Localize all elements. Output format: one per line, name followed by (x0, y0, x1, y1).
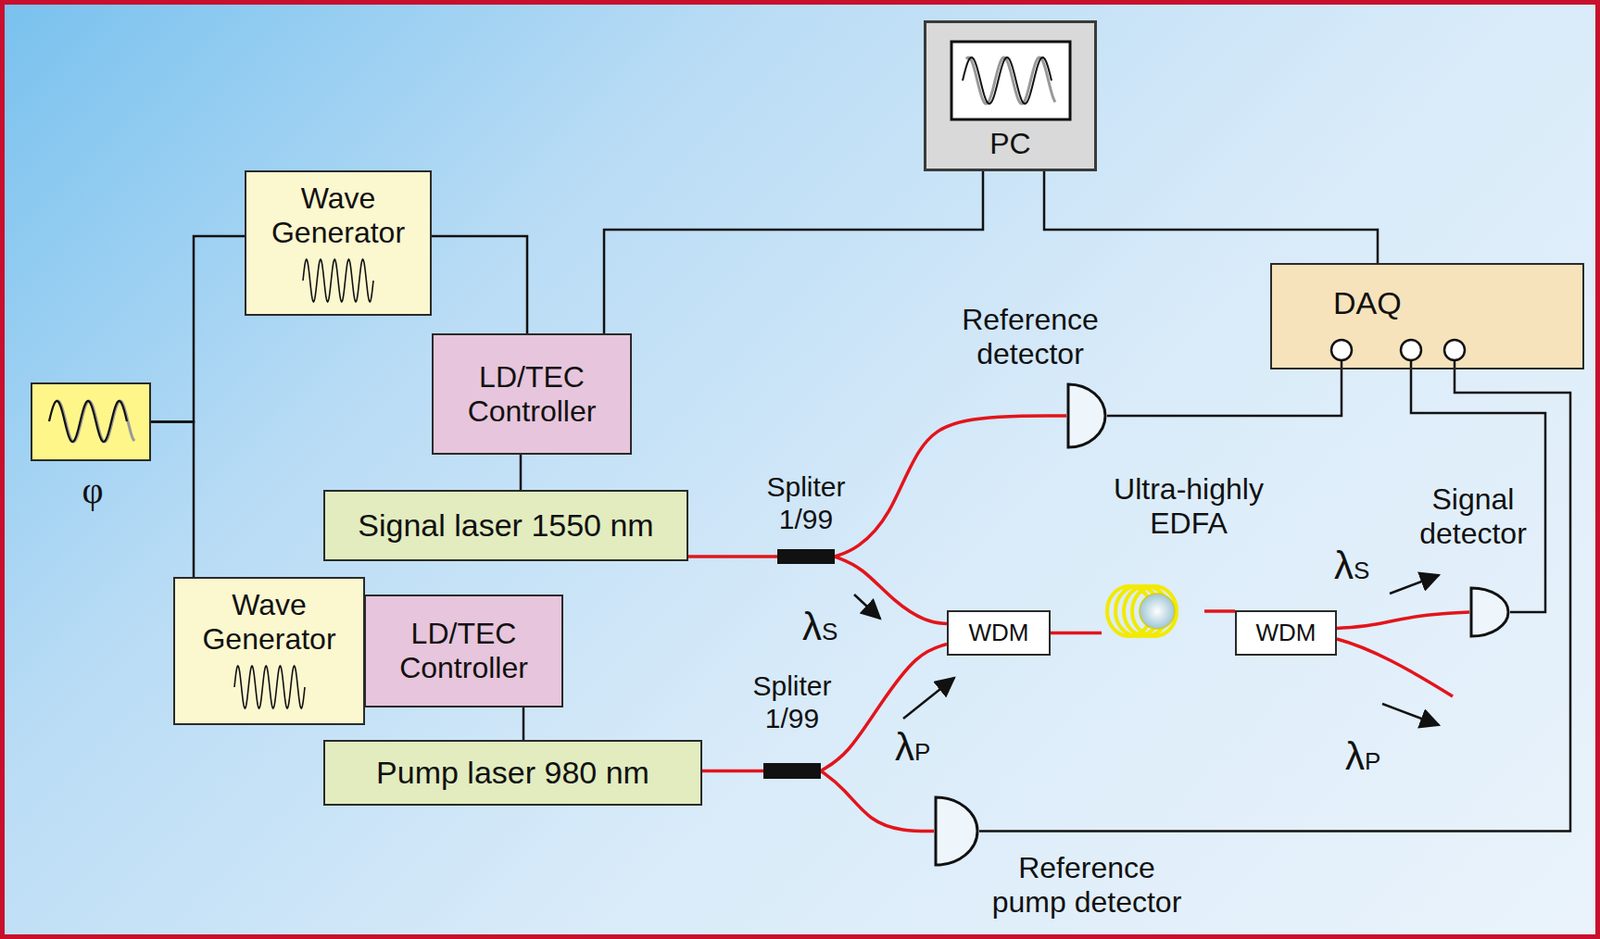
controller-box: LD/TEC Controller (431, 333, 632, 455)
node-label: WDM (1256, 619, 1317, 648)
signal-wire (519, 454, 523, 491)
node-label: φ (32, 469, 153, 513)
node-label: PC (989, 126, 1031, 162)
reference-pump-detector: Reference pump detector (933, 795, 980, 868)
node-label: Signal laser 1550 nm (357, 507, 654, 544)
sine-trace (234, 666, 305, 709)
detector-outline (1068, 384, 1106, 448)
detector-symbol (1469, 586, 1511, 639)
sine-symbol (230, 662, 309, 713)
wave-generator-box: Wave Generator (173, 577, 366, 726)
signal-wire (522, 707, 526, 741)
signal-wire (1107, 369, 1342, 416)
node-label: Ultra-highly EDFA (1091, 472, 1286, 542)
phase-waves (32, 384, 150, 460)
signal-wire (431, 236, 528, 334)
signal-wire (151, 236, 245, 423)
sine-symbol (299, 255, 378, 306)
node-label: Spliter 1/99 (750, 471, 862, 536)
node-label: Wave Generator (246, 181, 430, 251)
screen (951, 41, 1071, 120)
optical-fiber (834, 415, 1067, 557)
input-port (1444, 340, 1465, 361)
signal-wire (604, 171, 983, 334)
node-label: Wave Generator (175, 588, 364, 657)
coil-winding (1132, 586, 1177, 637)
node-label: Spliter 1/99 (736, 670, 848, 735)
wavelength-label: λS (1334, 546, 1370, 586)
signal-wire (1044, 171, 1378, 264)
detector-symbol (933, 795, 980, 868)
fiber-coil (1101, 583, 1205, 640)
laser-box: Signal laser 1550 nm (323, 490, 689, 562)
signal-wire (151, 422, 194, 579)
daq-box: DAQ (1270, 263, 1585, 370)
detector-outline (935, 797, 978, 866)
port-stub (1340, 361, 1344, 368)
port-stub (1453, 361, 1457, 368)
pump-output-fiber (1336, 639, 1453, 697)
node-label: Signal detector (1398, 482, 1548, 552)
direction-arrow (903, 678, 955, 719)
direction-arrow (1382, 704, 1439, 726)
fiber-splitter: Spliter 1/99 (763, 763, 821, 780)
wdm-box: WDM (1234, 610, 1337, 656)
node-label: WDM (969, 619, 1030, 648)
wavelength-label: λS (802, 607, 838, 647)
optical-fiber (820, 644, 947, 772)
wavelength-label: λP (1345, 737, 1381, 777)
node-label: DAQ (1333, 285, 1402, 322)
fiber-splitter: Spliter 1/99 (777, 549, 835, 565)
coil-core (1139, 593, 1175, 630)
optical-fiber (688, 554, 778, 559)
detector-symbol (1066, 382, 1108, 450)
optical-fiber (1336, 612, 1470, 630)
sine-trace (302, 259, 374, 303)
node-label: Reference detector (928, 302, 1133, 372)
optical-fiber (1204, 609, 1235, 614)
wave-generator-box: Wave Generator (244, 170, 432, 316)
optical-fiber (702, 769, 764, 774)
phase-shifter-box: φ (30, 382, 152, 462)
optical-fiber (1050, 631, 1102, 636)
wavelength-label: λP (894, 728, 931, 768)
port-stub (1410, 361, 1413, 368)
node-label: Pump laser 980 nm (376, 755, 650, 792)
input-port (1400, 340, 1422, 361)
daq-ports (1272, 264, 1583, 368)
wave-trace (49, 401, 127, 442)
laser-box: Pump laser 980 nm (323, 740, 703, 807)
pc-box: PC (923, 20, 1097, 172)
controller-box: LD/TEC Controller (364, 594, 564, 708)
direction-arrow (854, 594, 881, 619)
wave-trace (962, 57, 1052, 104)
node-label: LD/TEC Controller (439, 360, 625, 429)
wdm-box: WDM (946, 610, 1051, 656)
input-port (1331, 340, 1352, 361)
detector-outline (1471, 588, 1509, 637)
edfa-coil: Ultra-highly EDFA (1101, 583, 1205, 640)
node-label: LD/TEC Controller (371, 617, 556, 686)
reference-detector: Reference detector (1066, 382, 1108, 450)
signal-detector: Signal detector (1469, 586, 1511, 639)
optical-fiber (820, 771, 934, 832)
direction-arrow (1389, 575, 1439, 594)
monitor-screen (949, 39, 1072, 122)
node-label: Reference pump detector (984, 851, 1189, 920)
signal-wire (979, 369, 1571, 832)
optical-fiber (834, 556, 947, 625)
